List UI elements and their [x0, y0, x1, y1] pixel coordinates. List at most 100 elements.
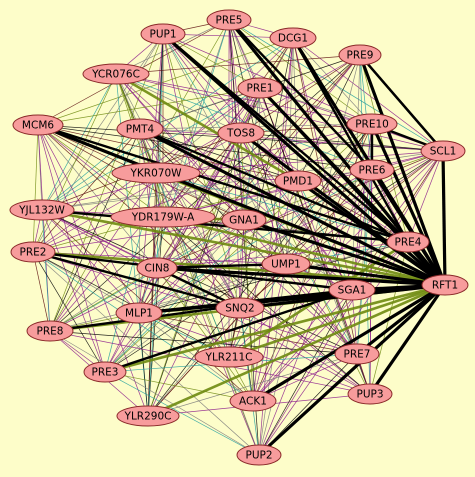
edge-rft1-pup2 [257, 283, 447, 457]
node-pre2[interactable]: PRE2 [10, 241, 56, 263]
node-pmd1[interactable]: PMD1 [274, 170, 322, 192]
node-rft1[interactable]: RFT1 [421, 274, 469, 296]
node-dcg1[interactable]: DCG1 [269, 27, 317, 49]
edge-pre8-pup2 [49, 330, 260, 456]
node-ump1[interactable]: UMP1 [261, 253, 311, 275]
node-pre9[interactable]: PRE9 [338, 44, 382, 66]
node-label: ACK1 [239, 396, 267, 408]
edge-mcm6-pre3 [37, 124, 106, 373]
node-pre8[interactable]: PRE8 [26, 320, 74, 342]
node-shape [217, 122, 265, 144]
node-snq2[interactable]: SNQ2 [215, 297, 265, 319]
node-label: YLR290C [124, 411, 172, 423]
edge-cin8-ylr290c [147, 267, 158, 417]
node-shape [110, 206, 216, 228]
edge-pre4-ack1 [252, 241, 409, 402]
node-pre4[interactable]: PRE4 [386, 231, 430, 253]
node-pmt4[interactable]: PMT4 [116, 118, 164, 140]
node-shape [116, 118, 164, 140]
edge-pre2-sga1 [32, 250, 353, 292]
node-pup1[interactable]: PUP1 [140, 23, 186, 45]
node-label: YLR211C [205, 352, 253, 364]
edge-rft1-mcm6 [37, 123, 446, 287]
edge-pre2-pre8 [32, 251, 51, 332]
node-label: DCG1 [278, 33, 308, 45]
node-label: PRE8 [37, 326, 64, 338]
node-shape [111, 162, 201, 184]
edge-ykr070w-pre8 [49, 172, 157, 332]
edge-tos8-pre3 [104, 132, 242, 373]
node-scl1[interactable]: SCL1 [420, 140, 466, 162]
edge-pmt4-yjl132w [41, 128, 141, 211]
node-ydr179w-a[interactable]: YDR179W-A [110, 206, 216, 228]
node-tos8[interactable]: TOS8 [217, 122, 265, 144]
node-pre7[interactable]: PRE7 [334, 343, 380, 365]
node-shape [229, 390, 277, 412]
node-pre5[interactable]: PRE5 [206, 9, 252, 31]
edge-ydr179w-a-snq2 [162, 216, 241, 309]
node-mcm6[interactable]: MCM6 [12, 114, 64, 136]
node-shape [12, 114, 64, 136]
edge-rft1-pmt4 [139, 127, 446, 287]
node-ylr290c[interactable]: YLR290C [116, 405, 180, 427]
node-shape [116, 405, 180, 427]
node-shape [421, 274, 469, 296]
node-cin8[interactable]: CIN8 [136, 257, 178, 279]
edge-snq2-pup2 [239, 307, 260, 456]
edge-pre5-ump1 [228, 19, 287, 265]
node-shape [83, 361, 127, 383]
node-label: YJL132W [18, 205, 65, 217]
edge-rft1-pre6 [370, 169, 447, 286]
edge-ump1-mlp1 [138, 263, 287, 314]
node-shape [215, 297, 265, 319]
node-shape [236, 444, 282, 466]
edge-scl1-gna1 [243, 150, 444, 221]
node-shape [115, 302, 163, 324]
node-pre1[interactable]: PRE1 [237, 77, 283, 99]
node-gna1[interactable]: GNA1 [221, 209, 267, 231]
edge-pmd1-pre3 [104, 180, 299, 373]
node-pup3[interactable]: PUP3 [347, 383, 393, 405]
edge-pre5-pre10 [228, 19, 373, 125]
node-pre6[interactable]: PRE6 [349, 159, 395, 181]
node-mlp1[interactable]: MLP1 [115, 302, 163, 324]
edge-snq2-pup3 [239, 307, 371, 395]
node-shape [334, 343, 380, 365]
edge-scl1-pup2 [258, 150, 444, 456]
edge-mcm6-ylr290c [37, 124, 149, 417]
node-ylr211c[interactable]: YLR211C [194, 346, 264, 368]
node-label: PRE6 [359, 165, 386, 177]
edge-pre7-ylr290c [147, 353, 358, 417]
edge-ycr076c-pre10 [115, 73, 373, 125]
edge-rft1-pre9 [358, 54, 447, 286]
node-label: PRE5 [216, 15, 243, 27]
node-sga1[interactable]: SGA1 [328, 279, 376, 301]
node-pre3[interactable]: PRE3 [83, 361, 127, 383]
node-shape [10, 241, 56, 263]
edge-pmt4-pre4 [139, 127, 409, 244]
node-shape [237, 77, 283, 99]
edge-pre2-pup2 [32, 251, 260, 456]
edge-ycr076c-ump1 [115, 73, 287, 265]
node-yjl132w[interactable]: YJL132W [9, 199, 75, 221]
edge-pre3-pup2 [104, 371, 260, 456]
edge-pre2-ack1 [32, 251, 254, 402]
node-label: PRE2 [20, 247, 47, 259]
node-ykr070w[interactable]: YKR070W [111, 162, 201, 184]
node-shape [206, 9, 252, 31]
node-shape [420, 140, 466, 162]
edge-rft1-ylr290c [147, 283, 446, 418]
edge-pre9-pmd1 [297, 54, 361, 182]
node-label: MLP1 [125, 308, 153, 320]
edge-rft1-scl1 [441, 150, 447, 286]
edge-mcm6-ydr179w-a [37, 124, 164, 218]
edge-yjl132w-mlp1 [41, 209, 140, 314]
node-ack1[interactable]: ACK1 [229, 390, 277, 412]
node-label: PMD1 [283, 176, 313, 188]
edge-scl1-pre4 [407, 150, 444, 243]
node-pre10[interactable]: PRE10 [346, 113, 398, 135]
edge-mcm6-pup3 [37, 124, 371, 395]
edge-pup1-pmd1 [162, 33, 299, 182]
node-pup2[interactable]: PUP2 [236, 444, 282, 466]
node-ycr076c[interactable]: YCR076C [82, 63, 150, 85]
